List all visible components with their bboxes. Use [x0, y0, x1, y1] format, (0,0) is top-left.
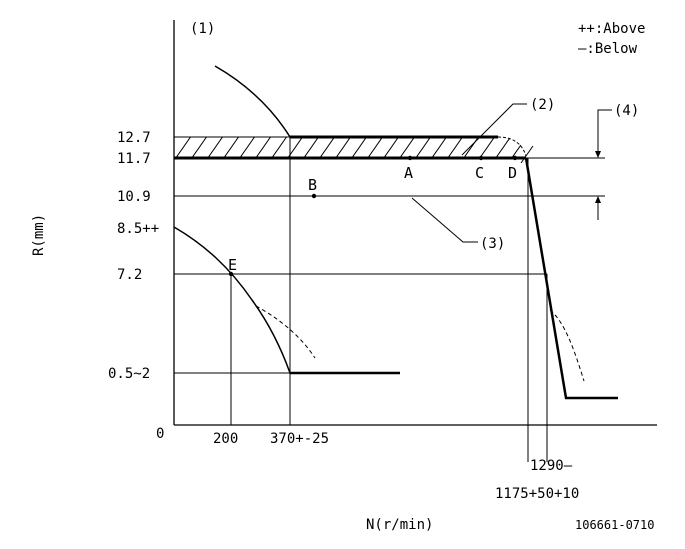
leader-4-arrow-top [595, 151, 601, 158]
marker-3: (3) [480, 236, 505, 252]
y-tick-10-9: 10.9 [117, 189, 151, 205]
band-top-dashed-corner [497, 136, 527, 157]
point-b-dot [311, 193, 317, 199]
upper-start-curve [214, 65, 291, 138]
y-tick-8-5: 8.5++ [117, 221, 159, 237]
y-axis-label: R(mm) [31, 214, 47, 256]
leader-4-arrow-bottom [595, 196, 601, 203]
leader-3 [411, 197, 478, 243]
point-c-dot [478, 155, 484, 161]
marker-2: (2) [530, 97, 555, 113]
point-c-label: C [475, 164, 484, 182]
governor-dashed-curve [549, 309, 585, 382]
band-end-tick [520, 145, 534, 164]
x-axis-label: N(r/min) [366, 517, 433, 533]
origin-label: 0 [156, 426, 164, 442]
x-tick-200: 200 [213, 431, 238, 447]
legend-below: —:Below [578, 41, 638, 57]
marker-4: (4) [614, 103, 639, 119]
y-tick-0-5: 0.5~2 [108, 366, 150, 382]
point-a-dot [407, 155, 413, 161]
leader-4 [597, 109, 612, 220]
point-e-label: E [228, 256, 237, 274]
governor-cutoff-line [524, 157, 618, 400]
hatched-tolerance-band [174, 137, 528, 158]
leader-2 [461, 103, 527, 156]
marker-1: (1) [190, 21, 215, 37]
x-tick-1175: 1175+50+10 [495, 486, 579, 502]
y-tick-12-7: 12.7 [117, 130, 151, 146]
legend-above: ++:Above [578, 21, 645, 37]
x-tick-1290: 1290— [530, 458, 573, 474]
x-tick-370: 370+-25 [270, 431, 329, 447]
point-b-label: B [308, 176, 317, 194]
y-tick-7-2: 7.2 [117, 267, 142, 283]
point-d-dot [512, 155, 518, 161]
point-d-label: D [508, 164, 517, 182]
lower-start-curve [173, 226, 291, 374]
idle-dashed-curve [255, 305, 316, 359]
figure-id: 106661-0710 [575, 518, 654, 532]
y-tick-11-7: 11.7 [117, 151, 151, 167]
point-a-label: A [404, 164, 413, 182]
point-e-dot [228, 271, 234, 277]
